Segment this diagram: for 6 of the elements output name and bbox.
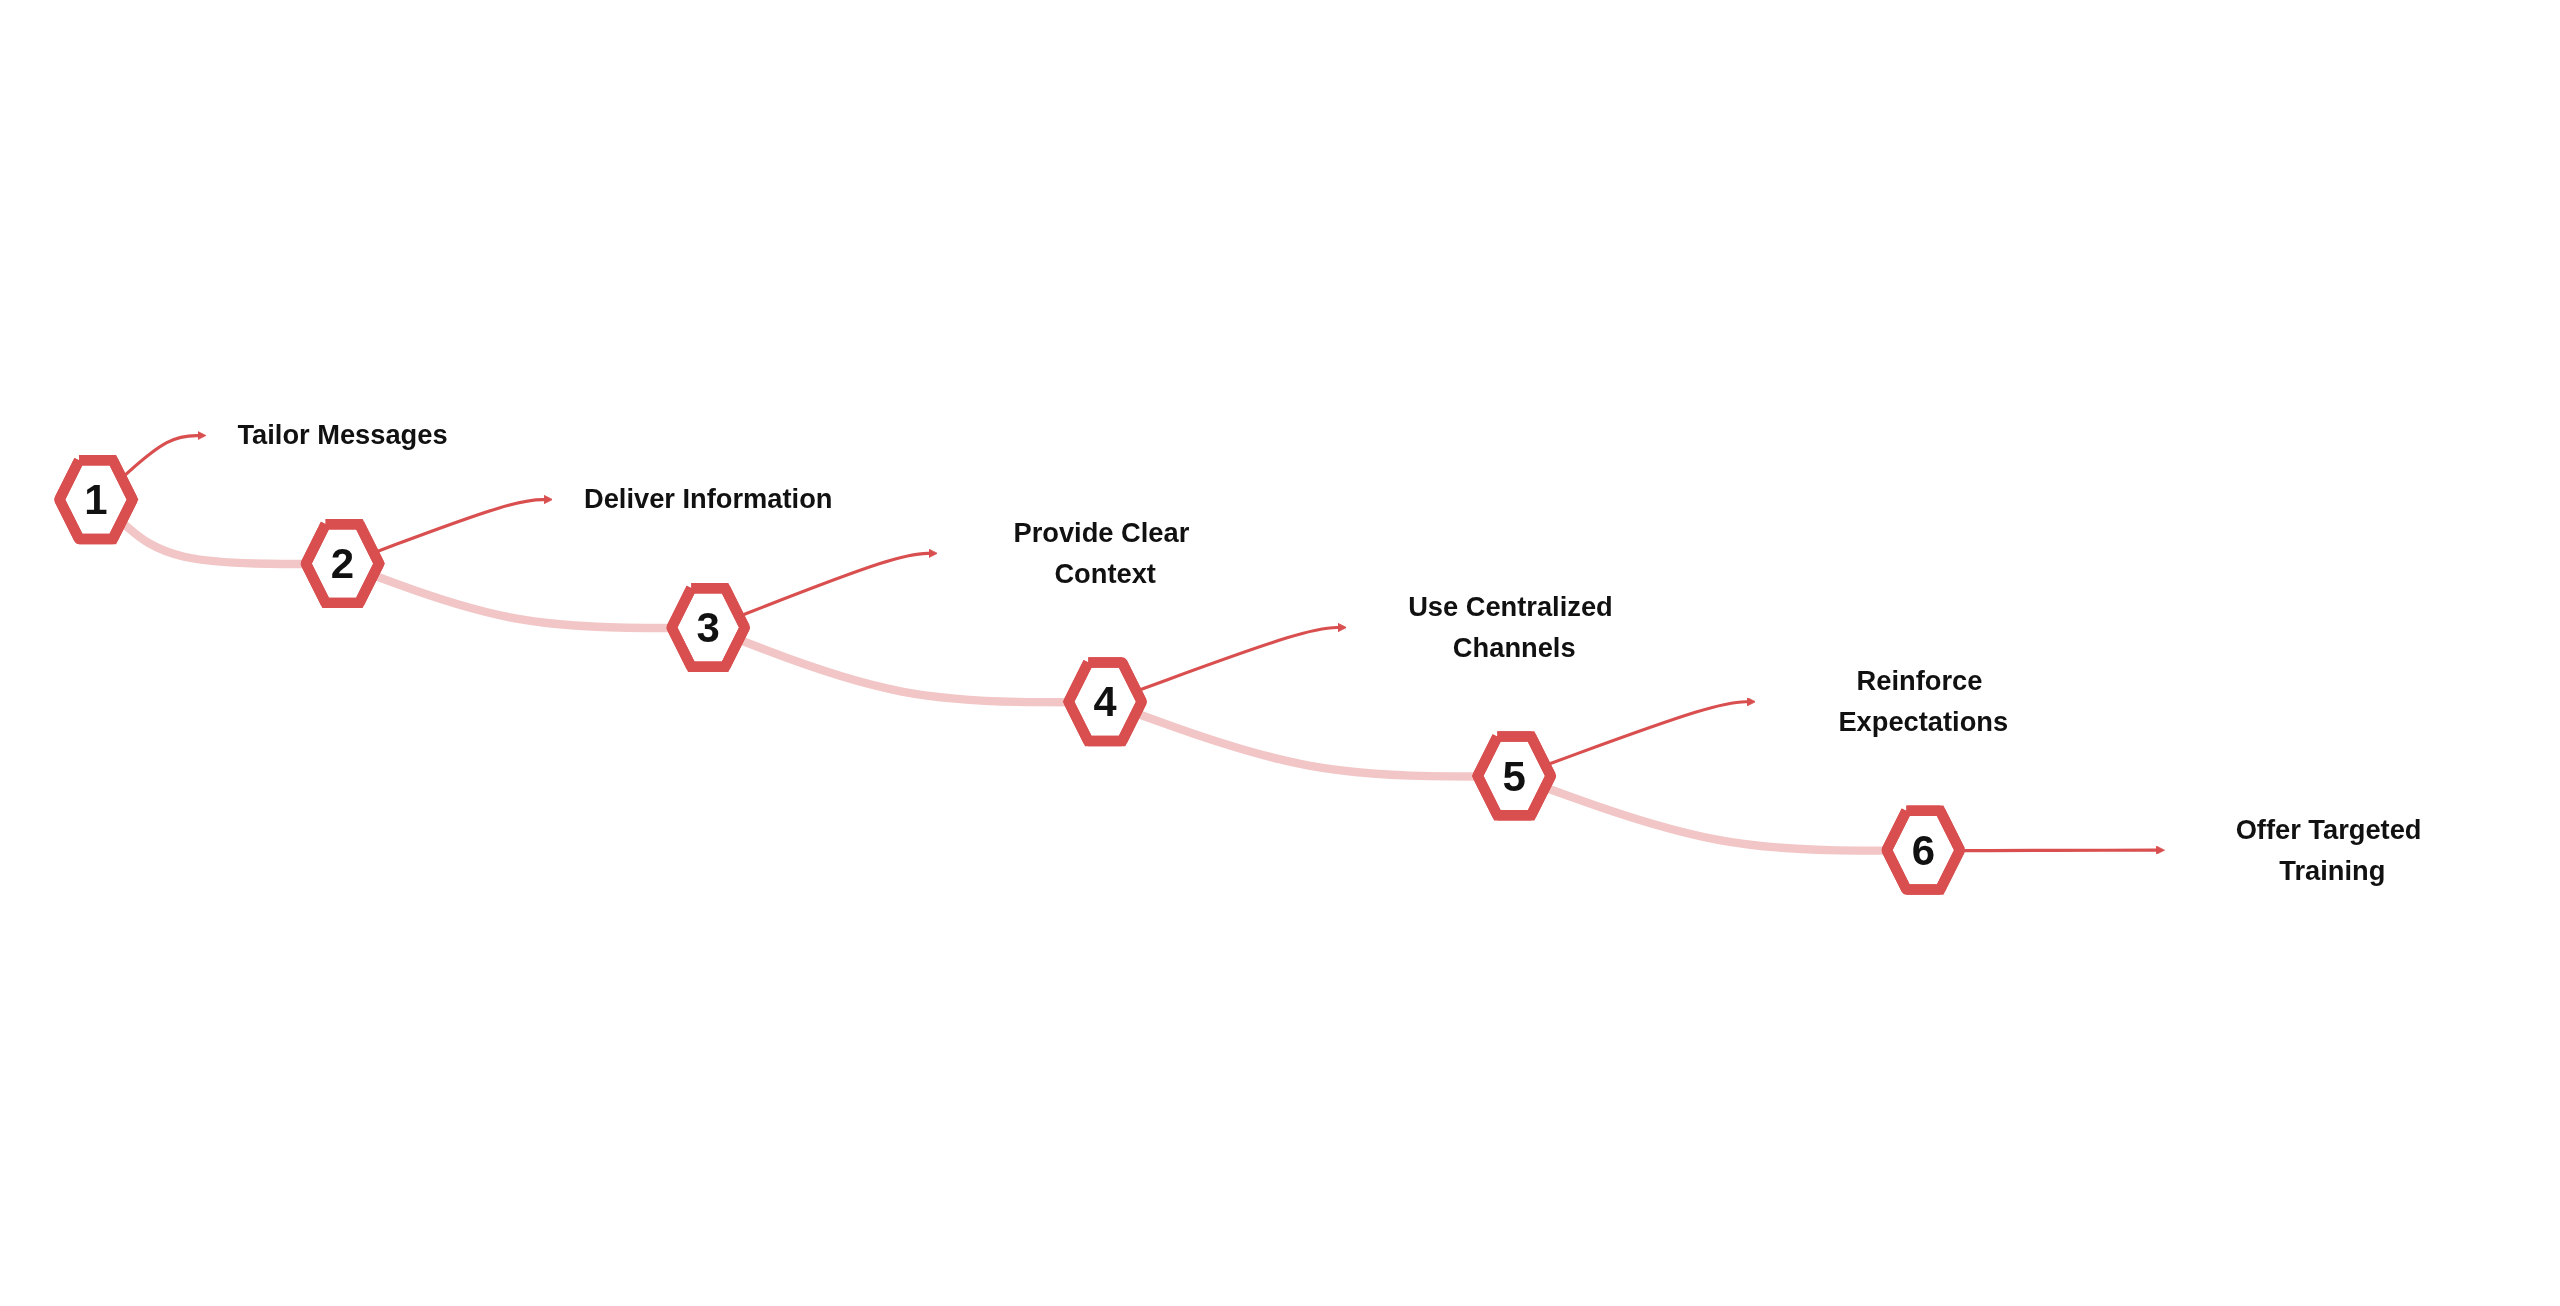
node-text: Reinforce Expectations — [1838, 664, 2009, 738]
node-text: Use Centralized Channels — [1408, 590, 1613, 664]
node-text: Tailor Messages — [237, 419, 448, 451]
node-text: Offer Targeted Training — [2235, 813, 2422, 886]
node-text: Provide Clear Context — [1013, 516, 1190, 589]
node-text: Deliver Information — [584, 483, 833, 515]
